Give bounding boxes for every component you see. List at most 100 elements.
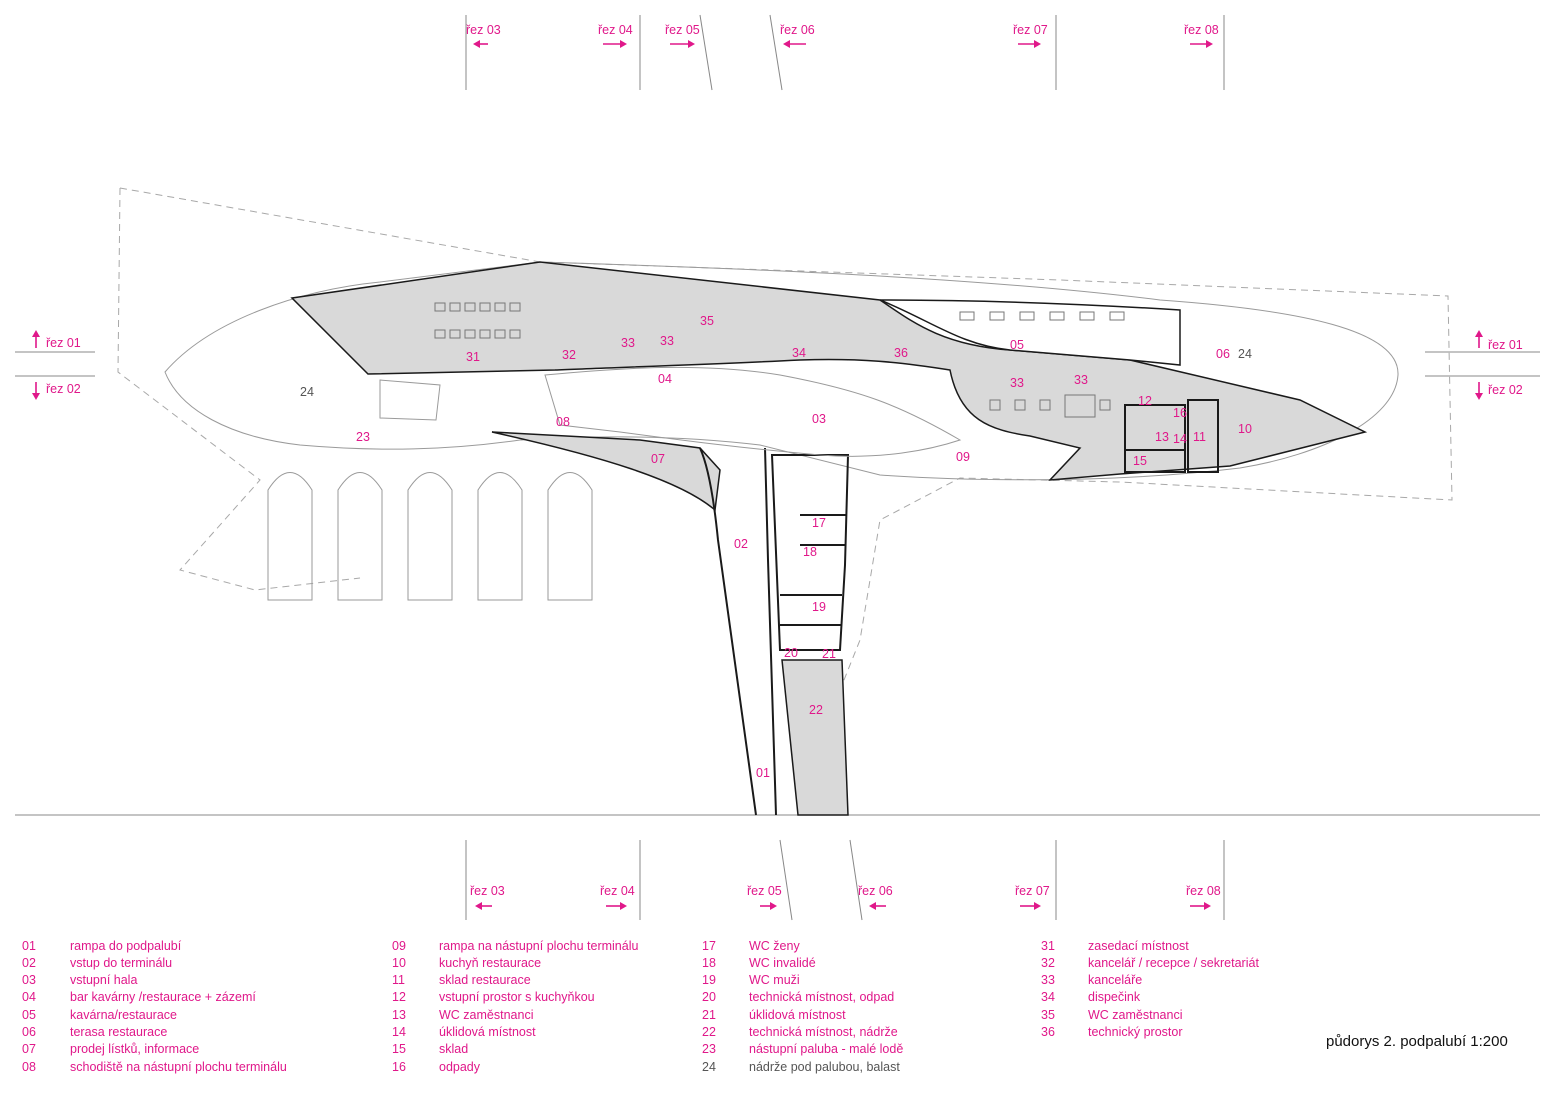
legend-text: vstupní prostor s kuchyňkou bbox=[439, 990, 595, 1004]
furniture bbox=[434, 302, 1125, 418]
cut-top-08: řez 08 bbox=[1184, 23, 1219, 37]
drawing-title: půdorys 2. podpalubí 1:200 bbox=[1326, 1033, 1508, 1050]
cut-top-03: řez 03 bbox=[466, 23, 501, 37]
cut-top-07: řez 07 bbox=[1013, 23, 1048, 37]
legend-num: 02 bbox=[22, 956, 36, 970]
cut-left-01: řez 01 bbox=[46, 336, 81, 350]
legend-num: 01 bbox=[22, 939, 36, 953]
room-label-35: 35 bbox=[700, 314, 714, 328]
room-label-04: 04 bbox=[658, 372, 672, 386]
legend-num: 23 bbox=[702, 1042, 716, 1056]
legend-text: vstupní hala bbox=[70, 973, 137, 987]
deck-outline bbox=[117, 187, 1453, 691]
legend-num: 03 bbox=[22, 973, 36, 987]
legend-text: technická místnost, odpad bbox=[749, 990, 894, 1004]
toilet-block bbox=[770, 454, 850, 651]
room-label-12: 12 bbox=[1138, 394, 1152, 408]
legend-num: 16 bbox=[392, 1060, 406, 1074]
room-label-11: 11 bbox=[1193, 430, 1206, 444]
cut-right-02: řez 02 bbox=[1488, 383, 1523, 397]
legend-text: WC ženy bbox=[749, 939, 800, 953]
room-label-06: 06 bbox=[1216, 347, 1230, 361]
legend-text: schodiště na nástupní plochu terminálu bbox=[70, 1060, 287, 1074]
room-label-20: 20 bbox=[784, 646, 798, 660]
legend-num: 07 bbox=[22, 1042, 36, 1056]
room-15 bbox=[1124, 449, 1186, 473]
legend-column-3: 17 WC ženy 18 WC invalidé 19 WC muži 20 … bbox=[702, 939, 903, 1074]
upper-wing bbox=[290, 261, 1368, 481]
room-label-16: 16 bbox=[1173, 406, 1187, 420]
cut-top-04: řez 04 bbox=[598, 23, 633, 37]
room-label-17: 17 bbox=[812, 516, 826, 530]
legend-text: rampa do podpalubí bbox=[70, 939, 182, 953]
legend-text: WC muži bbox=[749, 973, 800, 987]
legend-text: WC invalidé bbox=[749, 956, 816, 970]
ramp-wall-left bbox=[699, 447, 757, 816]
legend-num: 14 bbox=[392, 1025, 406, 1039]
room-label-08: 08 bbox=[556, 415, 570, 429]
legend-text: nástupní paluba - malé lodě bbox=[749, 1042, 903, 1056]
room-label-23: 23 bbox=[356, 430, 370, 444]
legend-num: 20 bbox=[702, 990, 716, 1004]
room-label-32: 32 bbox=[562, 348, 576, 362]
ticket-wing bbox=[491, 431, 721, 512]
legend-text: kavárna/restaurace bbox=[70, 1008, 177, 1022]
room-label-24: 24 bbox=[300, 385, 314, 399]
legend-num: 10 bbox=[392, 956, 406, 970]
legend-num: 12 bbox=[392, 990, 406, 1004]
tech-room-22 bbox=[781, 659, 849, 816]
stair-08 bbox=[379, 379, 441, 421]
room-label-36: 36 bbox=[894, 346, 908, 360]
legend-text: nádrže pod palubou, balast bbox=[749, 1060, 900, 1074]
legend-text: odpady bbox=[439, 1060, 481, 1074]
room-label-33: 33 bbox=[1074, 373, 1088, 387]
legend-text: rampa na nástupní plochu terminálu bbox=[439, 939, 638, 953]
section-arrows-side bbox=[32, 330, 1483, 400]
legend-num: 05 bbox=[22, 1008, 36, 1022]
room-label-07: 07 bbox=[651, 452, 665, 466]
legend-text: dispečink bbox=[1088, 990, 1141, 1004]
room-label-33: 33 bbox=[1010, 376, 1024, 390]
legend-num: 18 bbox=[702, 956, 716, 970]
room-11 bbox=[1187, 399, 1219, 473]
room-label-24: 24 bbox=[1238, 347, 1252, 361]
cut-bottom-05: řez 05 bbox=[747, 884, 782, 898]
legend-text: WC zaměstnanci bbox=[439, 1008, 533, 1022]
room-label-03: 03 bbox=[812, 412, 826, 426]
legend-num: 35 bbox=[1041, 1008, 1055, 1022]
room-label-22: 22 bbox=[809, 703, 823, 717]
hull-outline bbox=[164, 261, 1399, 481]
cut-right-01: řez 01 bbox=[1488, 338, 1523, 352]
legend-column-4: 31 zasedací místnost 32 kancelář / recep… bbox=[1041, 939, 1259, 1039]
legend-num: 19 bbox=[702, 973, 716, 987]
legend-num: 15 bbox=[392, 1042, 406, 1056]
legend-num: 31 bbox=[1041, 939, 1055, 953]
room-label-10: 10 bbox=[1238, 422, 1252, 436]
section-arrows-bottom bbox=[475, 902, 1211, 910]
legend-num: 21 bbox=[702, 1008, 716, 1022]
legend-num: 32 bbox=[1041, 956, 1055, 970]
legend-text: technická místnost, nádrže bbox=[749, 1025, 898, 1039]
legend-text: technický prostor bbox=[1088, 1025, 1182, 1039]
cut-bottom-08: řez 08 bbox=[1186, 884, 1221, 898]
legend-num: 04 bbox=[22, 990, 36, 1004]
cut-bottom-04: řez 04 bbox=[600, 884, 635, 898]
room-label-34: 34 bbox=[792, 346, 806, 360]
room-label-01: 01 bbox=[756, 766, 770, 780]
legend-text: zasedací místnost bbox=[1088, 939, 1189, 953]
legend-column-2: 09 rampa na nástupní plochu terminálu 10… bbox=[392, 939, 638, 1074]
legend-text: terasa restaurace bbox=[70, 1025, 167, 1039]
legend-num: 17 bbox=[702, 939, 716, 953]
cut-bottom-03: řez 03 bbox=[470, 884, 505, 898]
bar-outline bbox=[544, 366, 962, 457]
legend-text: úklidová místnost bbox=[749, 1008, 846, 1022]
legend-text: sklad restaurace bbox=[439, 973, 531, 987]
room-label-31: 31 bbox=[466, 350, 480, 364]
cut-top-05: řez 05 bbox=[665, 23, 700, 37]
room-label-33: 33 bbox=[621, 336, 635, 350]
section-arrows-top bbox=[473, 40, 1213, 48]
room-label-21: 21 bbox=[822, 647, 836, 661]
room-label-09: 09 bbox=[956, 450, 970, 464]
legend-text: prodej lístků, informace bbox=[70, 1042, 199, 1056]
